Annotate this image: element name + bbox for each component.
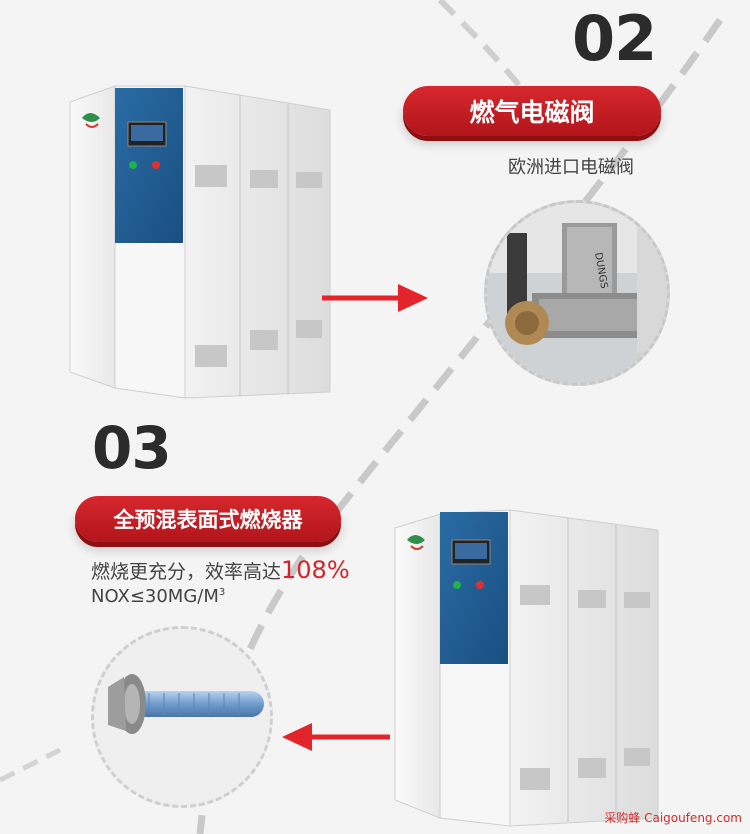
- nox-superscript: 3: [218, 587, 226, 598]
- nox-label: NOX≤30MG/M: [91, 586, 219, 607]
- feature-title-burner: 全预混表面式燃烧器: [75, 496, 341, 542]
- efficiency-label: 燃烧更充分，效率高达: [91, 561, 282, 583]
- nox-text: NOX≤30MG/M3: [91, 586, 225, 607]
- dashed-curve-top: [437, 0, 563, 142]
- burner-photo: [91, 626, 273, 808]
- step-number-03: 03: [92, 414, 172, 482]
- boiler-machine-bottom: [394, 509, 659, 827]
- arrow-right: [322, 284, 428, 312]
- efficiency-value: 108%: [281, 556, 350, 584]
- valve-photo: DUNGS: [484, 200, 670, 386]
- efficiency-text: 燃烧更充分，效率高达108%: [91, 556, 350, 584]
- boiler-machine-top: [69, 85, 331, 399]
- dashed-curve-left: [0, 747, 62, 783]
- watermark-caigoufeng: 采购蜂 Caigoufeng.com: [604, 811, 742, 825]
- arrow-left: [282, 723, 390, 751]
- feature-title-gas-valve: 燃气电磁阀: [403, 86, 661, 136]
- feature-subtitle-valve: 欧洲进口电磁阀: [508, 157, 634, 178]
- step-number-02: 02: [572, 2, 657, 75]
